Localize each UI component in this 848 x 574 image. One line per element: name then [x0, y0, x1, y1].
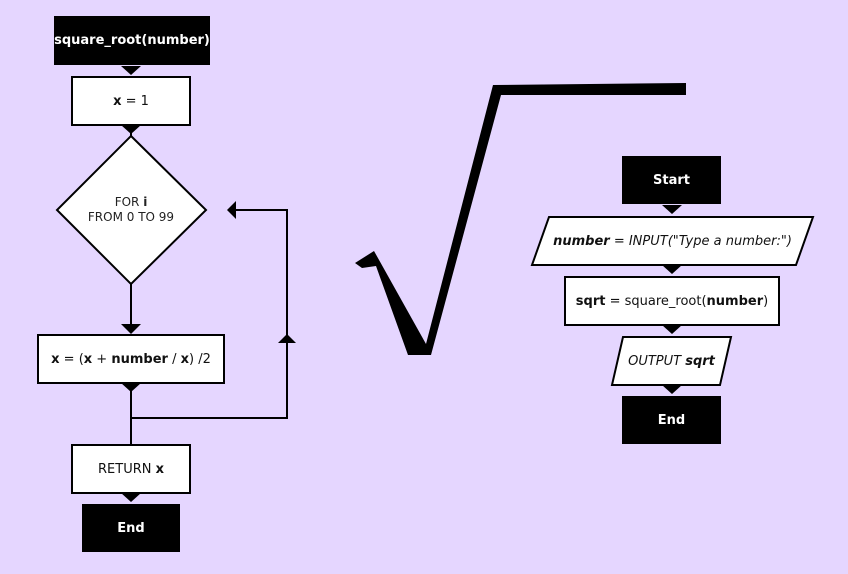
- call-var: sqrt: [575, 293, 606, 309]
- loop-var: i: [143, 195, 148, 209]
- update-p8: ) /2: [188, 351, 211, 367]
- update-step-shape: [37, 334, 225, 384]
- update-p3: x: [83, 351, 93, 367]
- call-step-label: sqrt = square_root(number): [565, 277, 779, 325]
- input-step-shape: [530, 216, 815, 266]
- arrowhead: [662, 325, 682, 334]
- call-close: ): [763, 293, 769, 309]
- main-end-label: End: [622, 396, 721, 444]
- update-step-label: x = (x + number / x) /2: [38, 335, 224, 383]
- input-rest: = INPUT("Type a number:"): [609, 233, 792, 249]
- main-start-text: Start: [653, 172, 690, 188]
- function-start-label: square_root(number): [54, 16, 210, 65]
- loop-decision-shape: [55, 134, 208, 286]
- function-end-label: End: [82, 504, 180, 552]
- arrowhead: [121, 324, 141, 334]
- init-step-label: x = 1: [72, 77, 190, 125]
- return-prefix: RETURN: [98, 461, 156, 477]
- arrowhead: [121, 383, 141, 392]
- arrowhead: [662, 265, 682, 274]
- input-step-label: number = INPUT("Type a number:"): [532, 217, 813, 265]
- loop-range: FROM 0 TO 99: [87, 210, 175, 224]
- loop-back-connector: [131, 209, 288, 419]
- arrowhead: [662, 205, 682, 214]
- call-mid: = square_root(: [605, 293, 707, 309]
- loop-decision-label: FOR i FROM 0 TO 99: [67, 184, 195, 236]
- output-step-label: OUTPUT sqrt: [612, 337, 731, 385]
- output-prefix: OUTPUT: [628, 353, 686, 369]
- update-p2: = (: [59, 351, 84, 367]
- update-p1: x: [51, 351, 60, 367]
- arrowhead: [227, 201, 236, 219]
- return-step-shape: [71, 444, 191, 494]
- loop-prefix: FOR: [114, 195, 144, 209]
- input-var: number: [553, 233, 610, 249]
- output-step-shape: [610, 336, 733, 386]
- function-start-text: square_root(number): [54, 33, 210, 48]
- arrowhead: [121, 493, 141, 502]
- update-p5: number: [111, 351, 168, 367]
- main-end-text: End: [657, 412, 686, 428]
- update-p4: +: [92, 351, 112, 367]
- arrowhead: [121, 66, 141, 75]
- update-p7: x: [180, 351, 189, 367]
- return-step-label: RETURN x: [72, 445, 190, 493]
- output-var: sqrt: [685, 353, 715, 369]
- init-rest: = 1: [121, 93, 149, 109]
- init-var: x: [113, 93, 122, 109]
- return-var: x: [155, 461, 164, 477]
- arrowhead: [121, 125, 141, 134]
- arrowhead: [662, 385, 682, 394]
- call-arg: number: [706, 293, 764, 309]
- function-end-text: End: [117, 520, 145, 536]
- main-start-label: Start: [622, 156, 721, 204]
- update-p6: /: [167, 351, 181, 367]
- arrowhead: [278, 334, 296, 343]
